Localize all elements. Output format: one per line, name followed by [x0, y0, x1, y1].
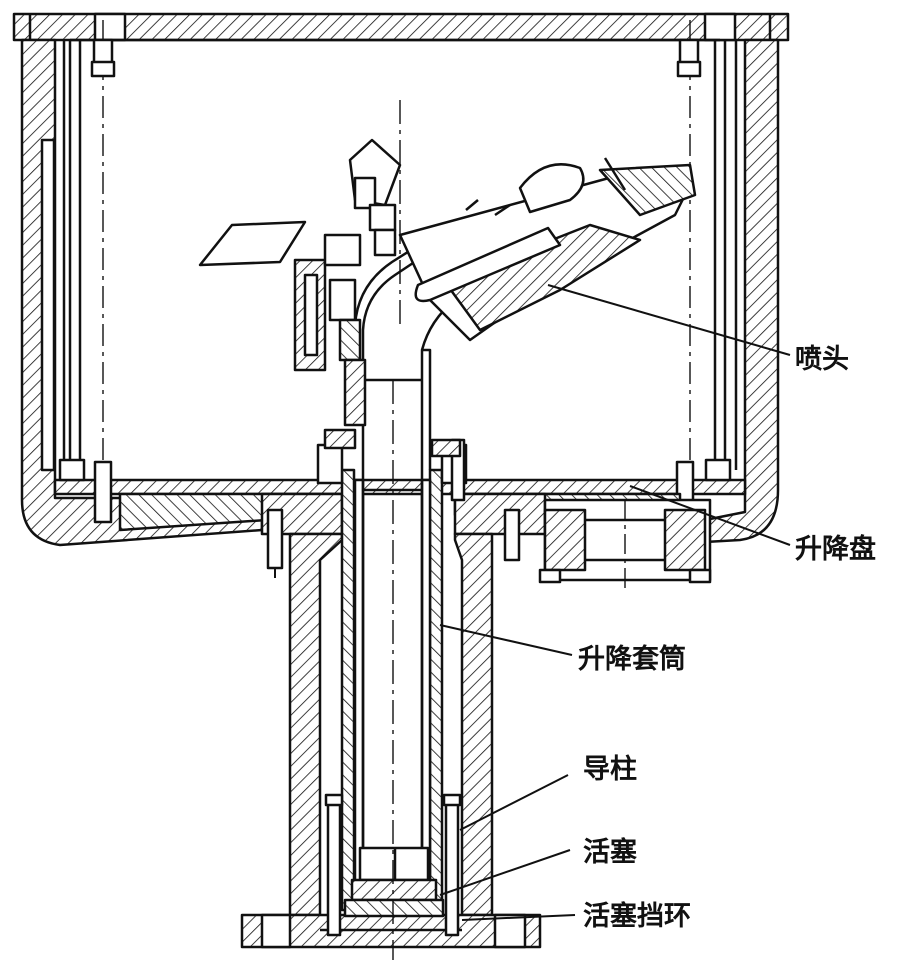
label-nozzle: 喷头: [795, 344, 849, 375]
label-piston: 活塞: [583, 836, 637, 868]
label-piston-retaining-ring: 活塞挡环: [583, 900, 691, 932]
nozzle-head: [398, 157, 697, 342]
label-lift-plate: 升降盘: [795, 533, 876, 565]
inner-rods: [68, 20, 727, 480]
label-guide-post: 导柱: [583, 754, 637, 785]
left-mechanism: [198, 138, 402, 427]
piston: [343, 846, 445, 918]
tube-seats: [316, 428, 468, 502]
leader-lines: [439, 284, 791, 921]
label-lift-sleeve: 升降套筒: [578, 643, 686, 675]
lift-sleeve: [340, 468, 444, 912]
top-cover: [12, 12, 790, 42]
guide-posts: [324, 793, 462, 937]
lower-flange: [260, 492, 547, 578]
side-port: [538, 498, 712, 590]
